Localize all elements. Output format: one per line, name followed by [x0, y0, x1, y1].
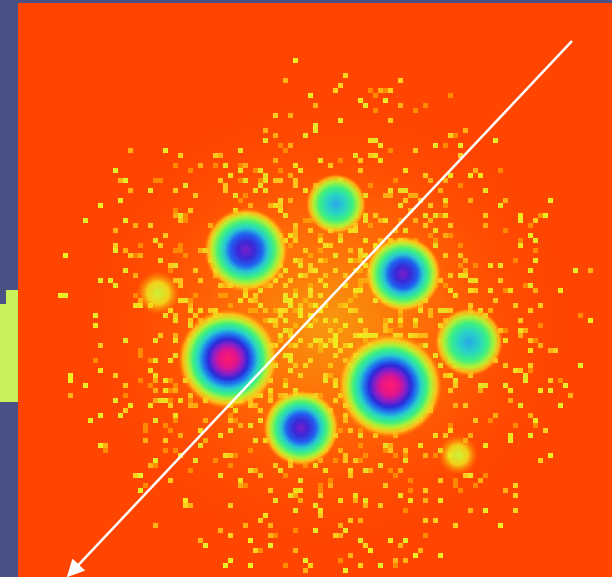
noise-pixel	[103, 443, 108, 448]
noise-pixel	[368, 88, 373, 93]
noise-pixel	[548, 453, 553, 458]
noise-pixel	[358, 563, 363, 568]
noise-pixel	[573, 268, 578, 273]
noise-pixel	[143, 483, 148, 488]
noise-pixel	[68, 373, 73, 378]
noise-pixel	[83, 218, 88, 223]
noise-pixel	[118, 178, 123, 183]
noise-pixel	[438, 553, 443, 558]
noise-pixel	[398, 78, 403, 83]
noise-pixel	[258, 548, 263, 553]
side-panel-tab-notch	[0, 290, 6, 304]
noise-pixel	[303, 558, 308, 563]
noise-pixel	[198, 538, 203, 543]
noise-pixel	[393, 563, 398, 568]
noise-pixel	[203, 543, 208, 548]
noise-pixel	[98, 443, 103, 448]
noise-pixel	[483, 508, 488, 513]
noise-pixel	[293, 58, 298, 63]
noise-pixel	[338, 83, 343, 88]
noise-pixel	[383, 88, 388, 93]
noise-pixel	[463, 128, 468, 133]
noise-pixel	[513, 483, 518, 488]
noise-pixel	[548, 198, 553, 203]
diagonal-arrow	[66, 40, 573, 577]
noise-pixel	[368, 548, 373, 553]
noise-pixel	[568, 393, 573, 398]
noise-pixel	[338, 558, 343, 563]
noise-pixel	[373, 93, 378, 98]
peak-center-large	[338, 334, 442, 438]
noise-pixel	[63, 293, 68, 298]
noise-pixel	[68, 378, 73, 383]
noise-pixel	[68, 393, 73, 398]
noise-pixel	[503, 488, 508, 493]
noise-pixel	[413, 553, 418, 558]
noise-pixel	[133, 473, 138, 478]
noise-pixel	[418, 548, 423, 553]
noise-pixel	[498, 523, 503, 528]
noise-pixel	[578, 363, 583, 368]
peak-faint-left	[136, 271, 180, 315]
noise-pixel	[398, 543, 403, 548]
noise-pixel	[333, 88, 338, 93]
noise-pixel	[588, 318, 593, 323]
noise-pixel	[393, 558, 398, 563]
noise-pixel	[343, 568, 348, 573]
noise-pixel	[388, 88, 393, 93]
peak-left-large	[178, 309, 278, 409]
noise-pixel	[128, 148, 133, 153]
noise-pixel	[248, 563, 253, 568]
peak-layer	[136, 174, 503, 475]
noise-pixel	[348, 553, 353, 558]
noise-pixel	[223, 563, 228, 568]
peak-top	[306, 174, 366, 234]
peak-lower	[263, 390, 339, 466]
noise-pixel	[453, 523, 458, 528]
noise-pixel	[423, 533, 428, 538]
peak-upper-left	[204, 208, 288, 292]
peak-faint-lower-right	[438, 435, 478, 475]
noise-pixel	[228, 533, 233, 538]
noise-pixel	[83, 383, 88, 388]
noise-pixel	[403, 558, 408, 563]
noise-pixel	[343, 73, 348, 78]
intensity-map	[18, 3, 612, 577]
noise-pixel	[283, 563, 288, 568]
noise-pixel	[123, 178, 128, 183]
noise-pixel	[283, 78, 288, 83]
noise-pixel	[588, 268, 593, 273]
noise-pixel	[153, 523, 158, 528]
noise-pixel	[423, 103, 428, 108]
noise-pixel	[493, 138, 498, 143]
noise-pixel	[88, 418, 93, 423]
peak-upper-right	[365, 236, 441, 312]
noise-pixel	[513, 493, 518, 498]
noise-pixel	[308, 563, 313, 568]
noise-pixel	[98, 203, 103, 208]
noise-pixel	[63, 253, 68, 258]
peak-right	[435, 308, 503, 376]
noise-pixel	[103, 448, 108, 453]
noise-pixel	[538, 458, 543, 463]
noise-pixel	[228, 558, 233, 563]
side-panel-tab[interactable]	[0, 290, 18, 402]
noise-pixel	[378, 563, 383, 568]
noise-pixel	[253, 548, 258, 553]
noise-pixel	[448, 93, 453, 98]
noise-pixel	[113, 168, 118, 173]
noise-pixel	[58, 293, 63, 298]
noise-pixel	[578, 313, 583, 318]
noise-pixel	[303, 568, 308, 573]
noise-pixel	[138, 473, 143, 478]
noise-pixel	[513, 508, 518, 513]
noise-pixel	[378, 88, 383, 93]
noise-pixel	[138, 488, 143, 493]
